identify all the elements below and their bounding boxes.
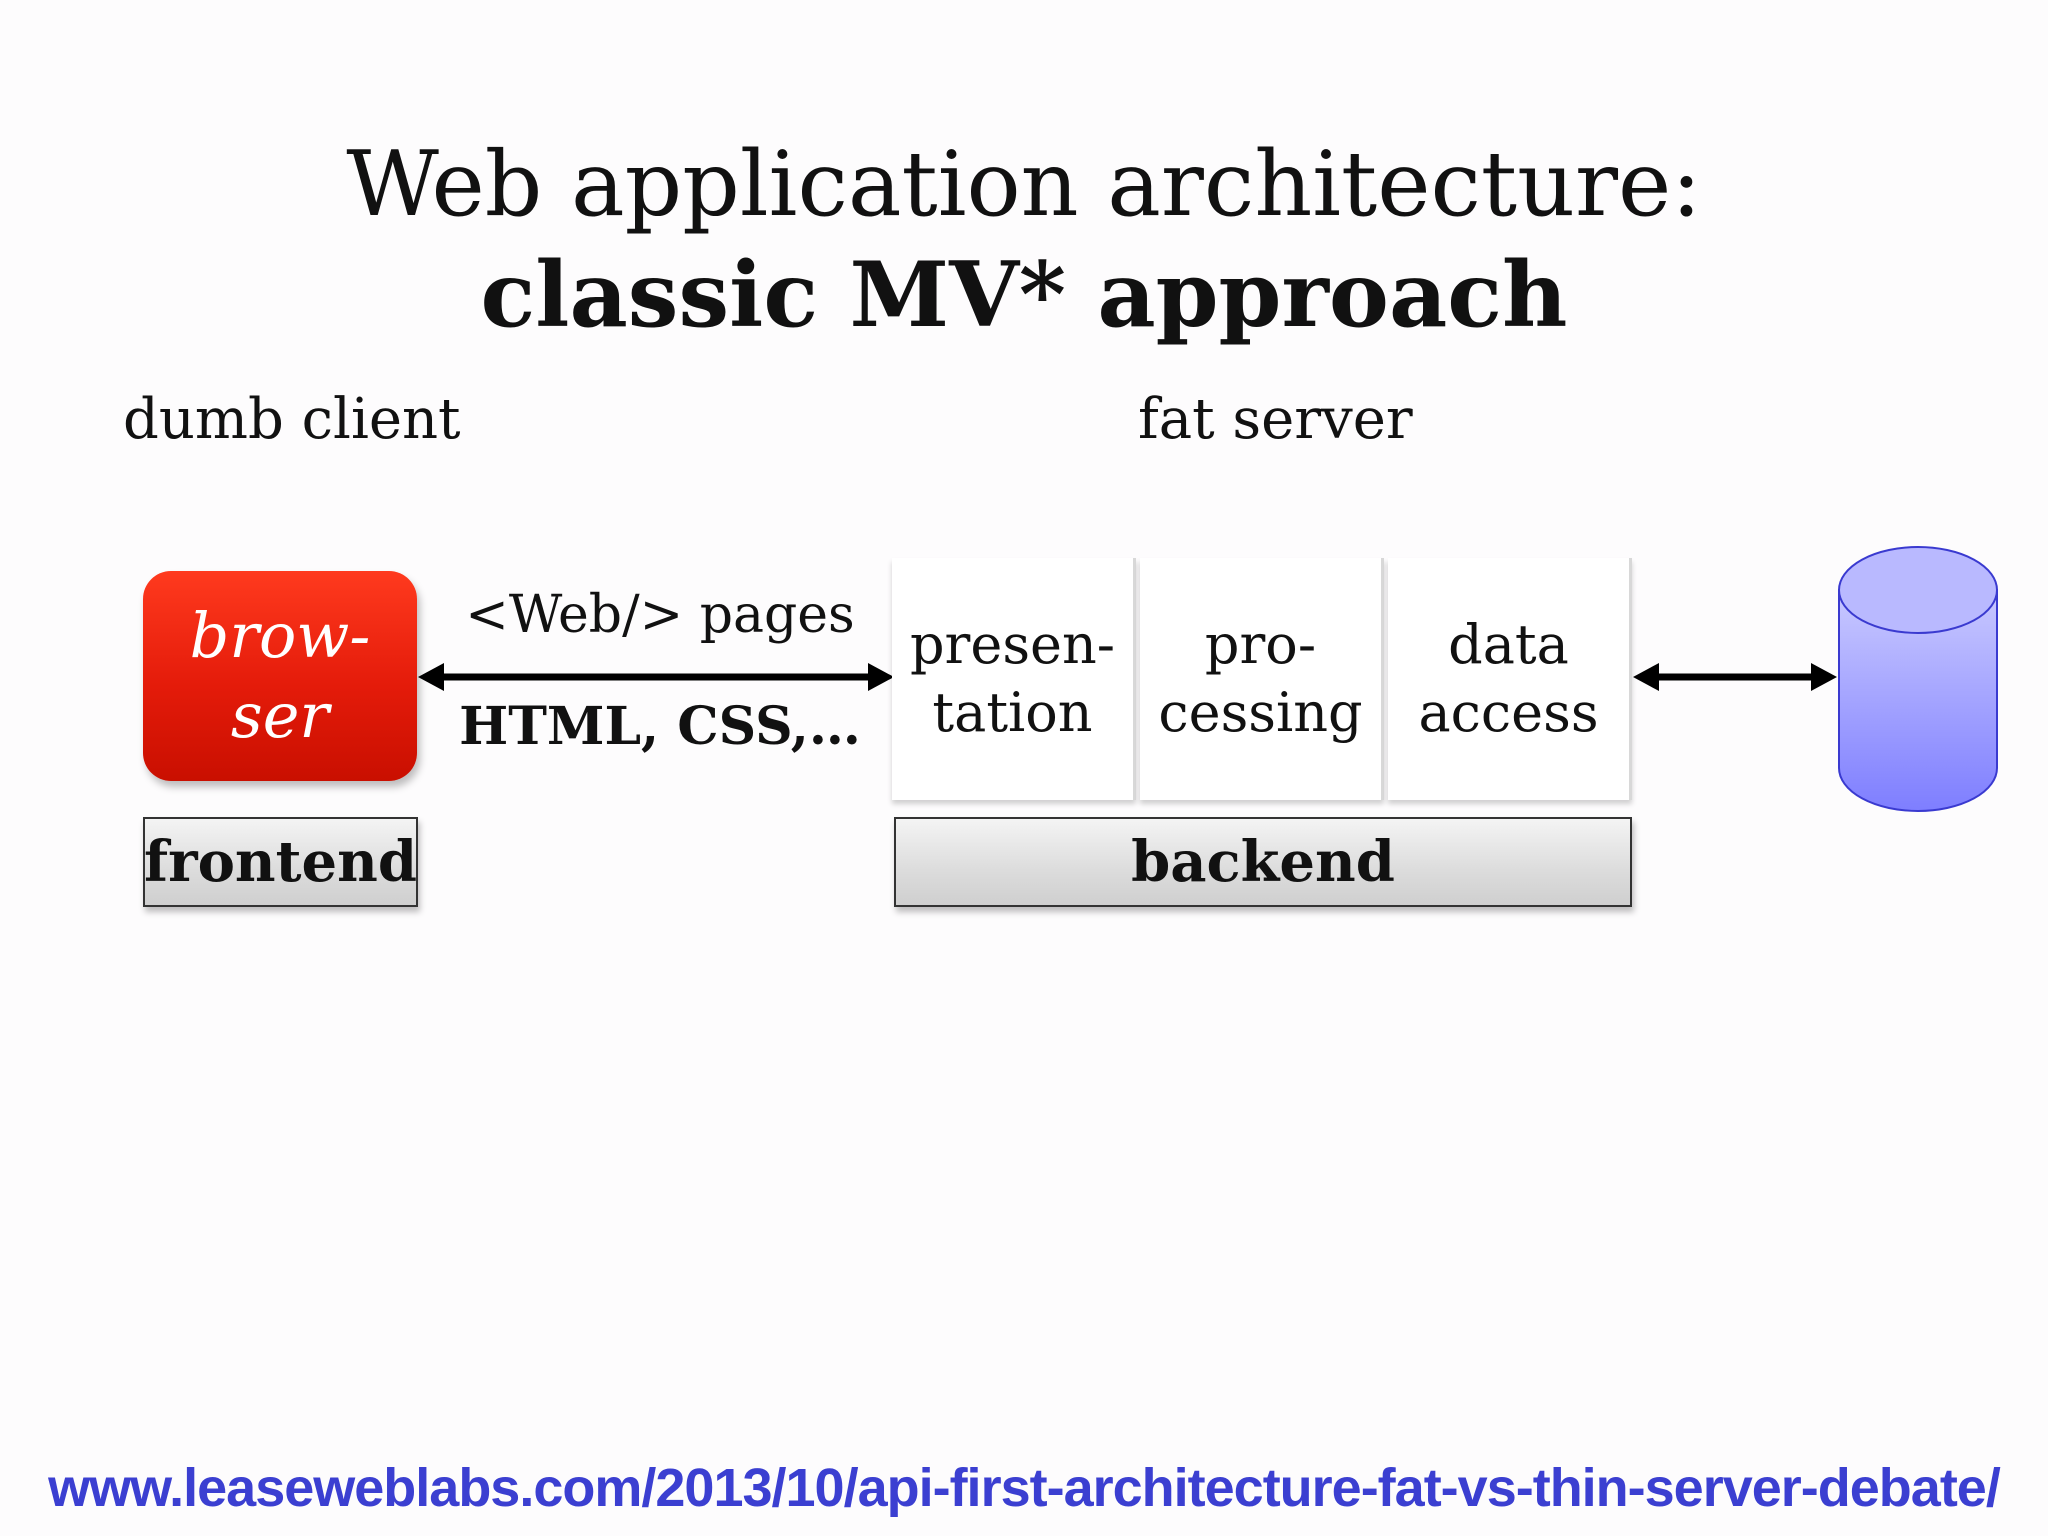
- layer-data-access: data access: [1388, 558, 1632, 800]
- layer-processing-line2: cessing: [1158, 681, 1363, 744]
- connection-bottom-label: HTML, CSS,…: [459, 696, 861, 757]
- layer-processing: pro- cessing: [1140, 558, 1384, 800]
- slide-title-line1: Web application architecture:: [346, 132, 1702, 237]
- database-cylinder-icon: [1838, 546, 1998, 812]
- connection-top-label: <Web/> pages: [465, 585, 855, 645]
- server-label: fat server: [1138, 387, 1413, 452]
- layer-presentation: presen- tation: [892, 558, 1136, 800]
- browser-label-line1: brow-: [189, 599, 371, 672]
- slide-title-line2: classic MV* approach: [480, 242, 1568, 348]
- browser-label-line2: ser: [230, 679, 330, 752]
- layer-presentation-line1: presen-: [909, 613, 1116, 676]
- layer-processing-line1: pro-: [1204, 613, 1317, 676]
- browser-box: brow- ser: [143, 571, 417, 781]
- client-label: dumb client: [123, 387, 461, 452]
- layer-presentation-line2: tation: [932, 681, 1093, 744]
- server-database-arrow: [1633, 663, 1837, 691]
- footer-url-link[interactable]: www.leaseweblabs.com/2013/10/api-first-a…: [48, 1458, 2001, 1518]
- client-server-arrow: [418, 663, 894, 691]
- backend-label: backend: [894, 817, 1632, 907]
- frontend-label: frontend: [143, 817, 418, 907]
- layer-data-access-line2: access: [1418, 681, 1599, 744]
- layer-data-access-line1: data: [1448, 613, 1569, 676]
